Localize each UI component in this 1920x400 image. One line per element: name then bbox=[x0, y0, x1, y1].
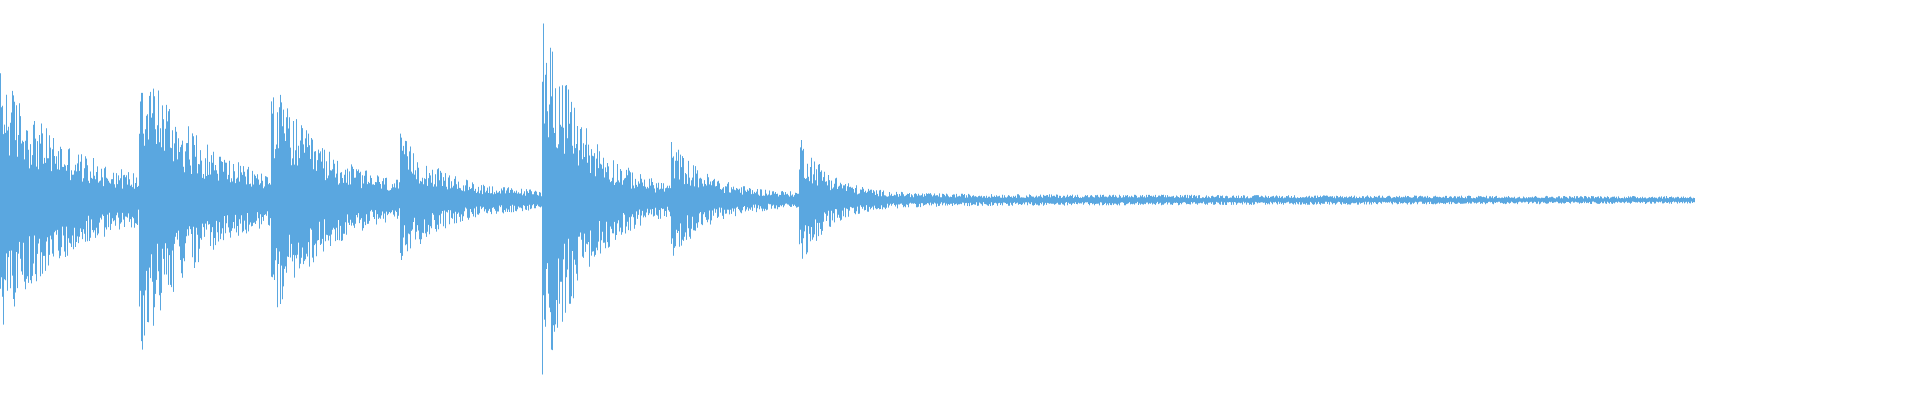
waveform-samples bbox=[0, 23, 1695, 375]
waveform-trace bbox=[0, 23, 1695, 375]
